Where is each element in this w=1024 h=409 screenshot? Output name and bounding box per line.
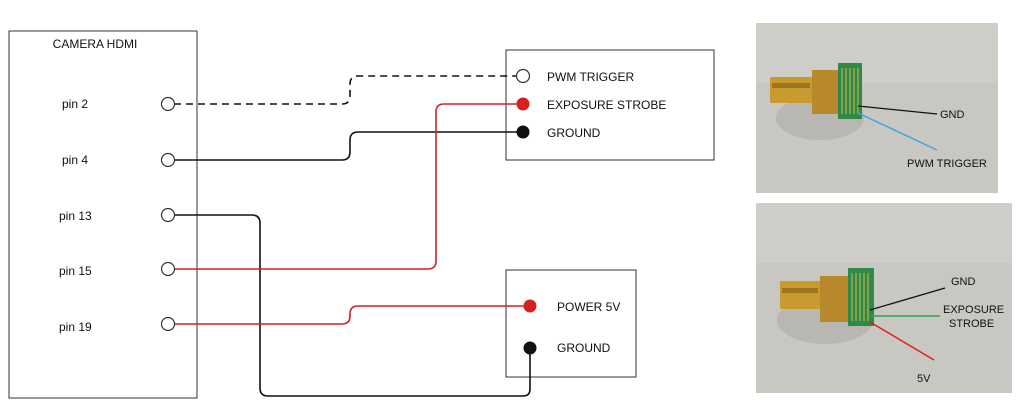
- terminal-label-pwm: PWM TRIGGER: [547, 70, 634, 84]
- power-box: [505, 269, 637, 378]
- hdmi-plug-shape: [770, 77, 814, 103]
- terminal-label-power-ground: GROUND: [557, 341, 611, 355]
- pwm-wire-line: [857, 112, 938, 151]
- trigger-box: [505, 49, 715, 161]
- pin15-terminal: [160, 261, 176, 277]
- pin4-terminal: [160, 152, 176, 168]
- pin-label: pin 4: [62, 153, 88, 167]
- hdmi-plug-shape: [780, 281, 822, 309]
- photo-pwm-label: PWM TRIGGER: [907, 158, 987, 170]
- pwm-trigger-terminal: [515, 68, 531, 84]
- pin-label: pin 13: [59, 209, 92, 223]
- wire-exposure-strobe: [174, 103, 520, 270]
- photo-gnd-label: GND: [940, 109, 965, 121]
- exposure-strobe-terminal: [516, 97, 530, 111]
- power-5v-terminal: [523, 299, 537, 313]
- power-ground-terminal: [523, 341, 537, 355]
- pin2-terminal: [160, 96, 176, 112]
- pin19-terminal: [160, 316, 176, 332]
- terminal-label-power: POWER 5V: [557, 300, 620, 314]
- terminal-label-strobe: EXPOSURE STROBE: [547, 98, 666, 112]
- camera-title: CAMERA HDMI: [53, 37, 138, 51]
- terminal-label-ground: GROUND: [547, 126, 601, 140]
- gnd-wire-line: [869, 287, 946, 311]
- pin-label: pin 2: [62, 97, 88, 111]
- pin13-terminal: [160, 207, 176, 223]
- ground-terminal: [516, 125, 530, 139]
- pin-label: pin 19: [59, 320, 92, 334]
- wire-power-ground: [174, 214, 531, 397]
- wire-power-5v: [174, 305, 528, 325]
- gnd-wire-line: [857, 105, 938, 115]
- wire-pwm-trigger: [174, 75, 520, 105]
- photo-5v-label: 5V: [917, 373, 931, 385]
- photo-hdmi-connector-top: GND PWM TRIGGER: [756, 23, 998, 193]
- wire-ground: [174, 131, 520, 161]
- photo-gnd-label: GND: [951, 276, 976, 288]
- pin-label: pin 15: [59, 264, 92, 278]
- power-wire-line: [869, 321, 935, 361]
